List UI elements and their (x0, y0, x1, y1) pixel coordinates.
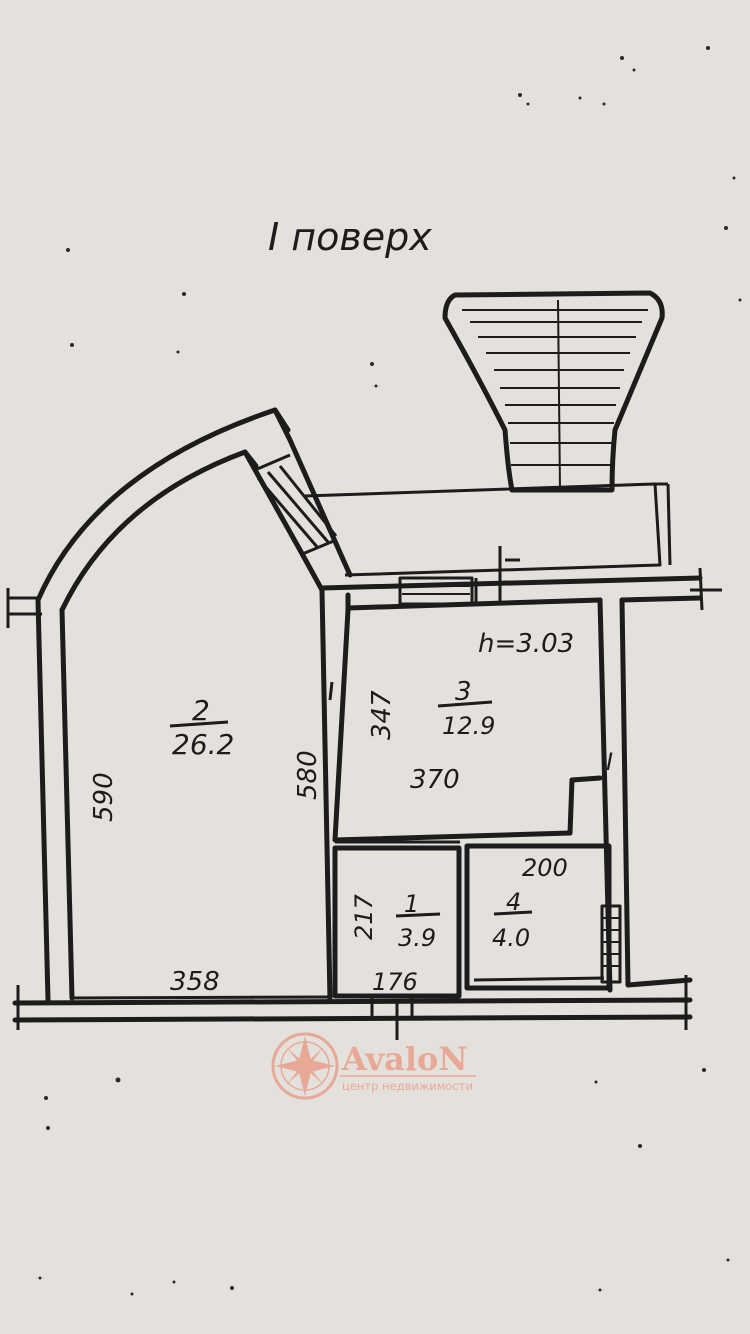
room-2-dim-right: 580 (293, 750, 323, 800)
room-2-area: 26.2 (172, 728, 234, 761)
corridor-mark: I (606, 748, 613, 776)
room-1-number: 1 (404, 890, 419, 918)
room-2-walls (6, 407, 353, 1003)
room-3-number: 3 (455, 677, 472, 707)
room-3-walls (328, 607, 603, 843)
room-4-number: 4 (506, 888, 521, 916)
watermark-tagline: центр недвижимости (342, 1079, 473, 1093)
room-4-dim-top: 200 (522, 854, 568, 882)
watermark-brand: AvaloN (341, 1040, 468, 1078)
paper-specks (38, 46, 742, 1296)
room-2-number: 2 (192, 694, 210, 727)
room-2-dim-left: 590 (89, 772, 119, 822)
room-3-dim-left: 347 (367, 690, 397, 740)
room-3-area: 12.9 (442, 712, 495, 740)
room-3-dim-bottom: 370 (410, 765, 460, 795)
room-1-walls (332, 840, 462, 999)
bottom-wall (12, 975, 693, 1040)
room-4-walls (464, 843, 622, 991)
room-1-dim-left: 217 (350, 893, 378, 940)
avalon-watermark: AvaloN центр недвижимости (271, 1032, 476, 1100)
ceiling-height: h=3.03 (478, 629, 574, 659)
room-4-area: 4.0 (492, 924, 530, 952)
room-2-dim-bottom: 358 (170, 967, 220, 997)
compass-logo-icon (271, 1032, 339, 1100)
plan-title: I поверх (268, 215, 432, 259)
room-1-area: 3.9 (398, 924, 436, 952)
room-1-dim-bottom: 176 (372, 968, 418, 996)
corridor-wall (319, 546, 722, 611)
staircase (442, 290, 665, 493)
